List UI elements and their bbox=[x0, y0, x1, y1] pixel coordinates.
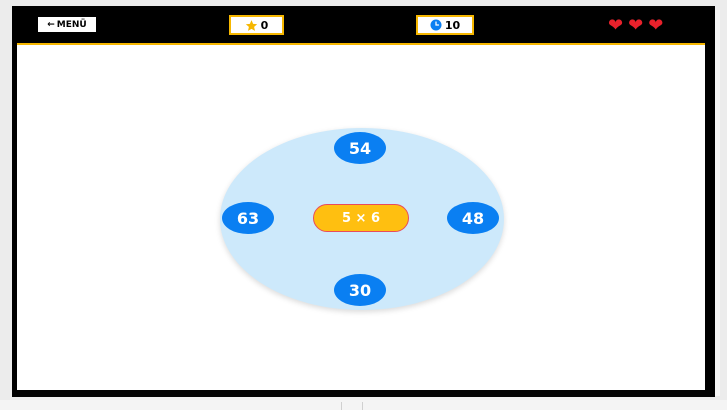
answer-option-top[interactable]: 54 bbox=[334, 132, 386, 164]
timer-box: 10 bbox=[416, 15, 474, 35]
menu-button[interactable]: ← MENÜ bbox=[38, 17, 96, 32]
bottom-divider bbox=[341, 402, 363, 410]
heart-icon: ❤ bbox=[648, 15, 664, 36]
bottom-strip bbox=[0, 400, 727, 410]
play-area: 54 63 48 30 5 × 6 bbox=[17, 43, 705, 390]
lives: ❤ ❤ ❤ bbox=[608, 15, 664, 36]
score-value: 0 bbox=[260, 18, 269, 32]
clock-icon bbox=[430, 19, 442, 31]
arrow-left-icon: ← bbox=[47, 19, 55, 30]
top-bar: ← MENÜ 0 10 ❤ ❤ ❤ bbox=[14, 8, 710, 42]
answer-option-bottom[interactable]: 30 bbox=[334, 274, 386, 306]
heart-icon: ❤ bbox=[628, 15, 644, 36]
star-icon bbox=[245, 19, 257, 31]
timer-value: 10 bbox=[444, 18, 461, 32]
answer-option-right[interactable]: 48 bbox=[447, 202, 499, 234]
question-pill: 5 × 6 bbox=[313, 204, 409, 232]
answer-option-left[interactable]: 63 bbox=[222, 202, 274, 234]
menu-label: MENÜ bbox=[56, 19, 87, 30]
heart-icon: ❤ bbox=[608, 15, 624, 36]
score-box: 0 bbox=[229, 15, 284, 35]
